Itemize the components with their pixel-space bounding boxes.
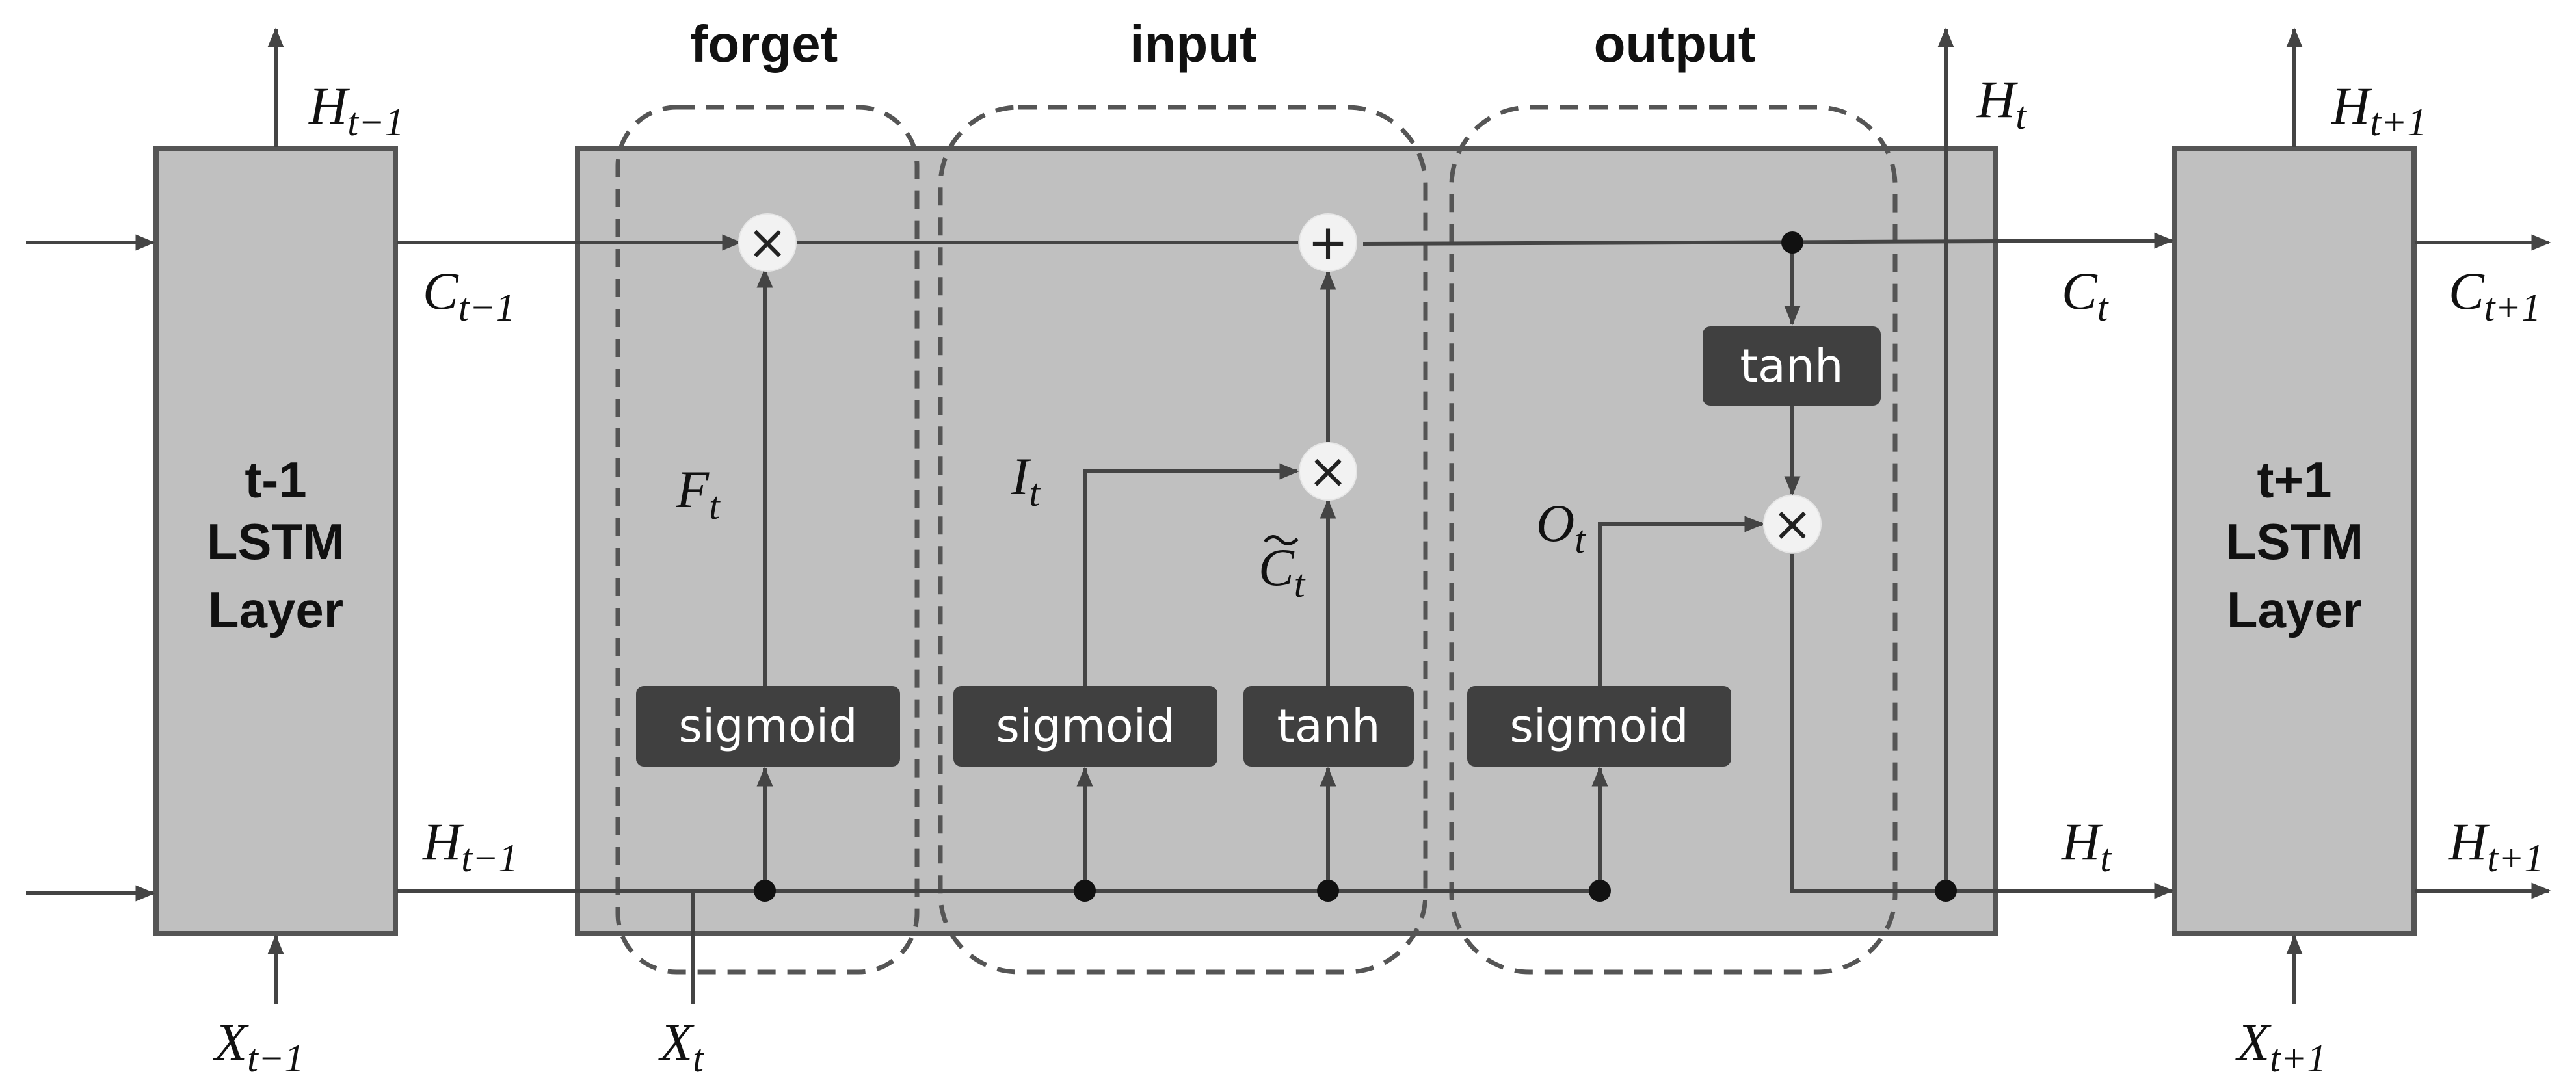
output-mult-to-hidden xyxy=(1790,554,2174,899)
label-x-prev: Xt−1 xyxy=(213,1012,304,1080)
label-c-next: Ct+1 xyxy=(2449,261,2541,329)
prev-layer-label-line2: LSTM xyxy=(207,513,345,570)
input-gate-title: input xyxy=(1130,15,1256,73)
forget-sigmoid-box: sigmoid xyxy=(636,686,900,767)
label-x-next: Xt+1 xyxy=(2235,1012,2326,1080)
input-multiply-op: × xyxy=(1299,442,1357,501)
output-multiply-op: × xyxy=(1763,495,1822,553)
output-sigmoid-to-mult xyxy=(1598,516,1764,686)
label-c-prev: Ct−1 xyxy=(423,261,515,329)
forget-sigmoid-label: sigmoid xyxy=(678,700,857,753)
input-sigmoid-label: sigmoid xyxy=(996,700,1175,753)
label-h-t-mid: Ht xyxy=(2061,812,2112,880)
label-h-t-top: Ht xyxy=(1976,70,2027,137)
input-tanh-box: tanh xyxy=(1243,686,1414,767)
forget-gate-title: forget xyxy=(691,15,838,73)
label-h-next-top: Ht+1 xyxy=(2331,76,2426,144)
label-i-t: It xyxy=(1011,447,1041,514)
tilde-mark xyxy=(1264,535,1299,545)
next-layer-label-line3: Layer xyxy=(2227,581,2362,638)
prev-lstm-layer-box xyxy=(153,146,398,936)
next-layer-label-line2: LSTM xyxy=(2225,513,2363,570)
input-tanh-label: tanh xyxy=(1277,700,1380,753)
prev-layer-label-line1: t-1 xyxy=(245,451,306,508)
current-lstm-cell-box xyxy=(575,146,1998,936)
label-c-t: Ct xyxy=(2062,261,2109,329)
label-o-t: Ot xyxy=(1536,493,1586,561)
junction-cell xyxy=(1781,231,1803,254)
label-x-t: Xt xyxy=(658,1012,704,1080)
label-h-prev-top: Ht−1 xyxy=(308,76,404,144)
label-f-t: Ft xyxy=(676,460,721,527)
next-layer-label-line1: t+1 xyxy=(2257,451,2332,508)
cell-tanh-label: tanh xyxy=(1740,339,1843,393)
junction-h-t xyxy=(1935,880,1957,902)
cell-add-glyph: + xyxy=(1308,215,1348,270)
forget-gate-outline xyxy=(615,105,920,975)
junction-input-sigmoid xyxy=(1074,880,1096,902)
input-gate-outline xyxy=(938,105,1428,975)
input-multiply-glyph: × xyxy=(1308,443,1348,499)
input-sigmoid-box: sigmoid xyxy=(953,686,1217,767)
label-c-tilde-t: Ct xyxy=(1258,535,1306,605)
output-gate-outline xyxy=(1449,105,1898,975)
output-sigmoid-label: sigmoid xyxy=(1509,700,1688,753)
output-gate-title: output xyxy=(1594,15,1756,73)
cell-tanh-box: tanh xyxy=(1703,326,1881,406)
junction-forget xyxy=(754,880,776,902)
forget-multiply-op: × xyxy=(738,213,797,272)
forget-multiply-glyph: × xyxy=(747,215,788,270)
label-h-next-mid: Ht+1 xyxy=(2448,812,2543,880)
prev-layer-label-line3: Layer xyxy=(208,581,343,638)
junction-output xyxy=(1589,880,1611,902)
next-lstm-layer-box xyxy=(2172,146,2417,936)
svg-text:Ct: Ct xyxy=(1258,538,1306,605)
cell-add-op: + xyxy=(1299,213,1357,272)
output-multiply-glyph: × xyxy=(1772,496,1812,552)
cell-state-line-c xyxy=(1362,232,2174,249)
input-sigmoid-to-mult xyxy=(1083,463,1299,686)
junction-input-tanh xyxy=(1317,880,1339,902)
label-h-prev-mid: Ht−1 xyxy=(422,812,518,880)
output-sigmoid-box: sigmoid xyxy=(1467,686,1731,767)
